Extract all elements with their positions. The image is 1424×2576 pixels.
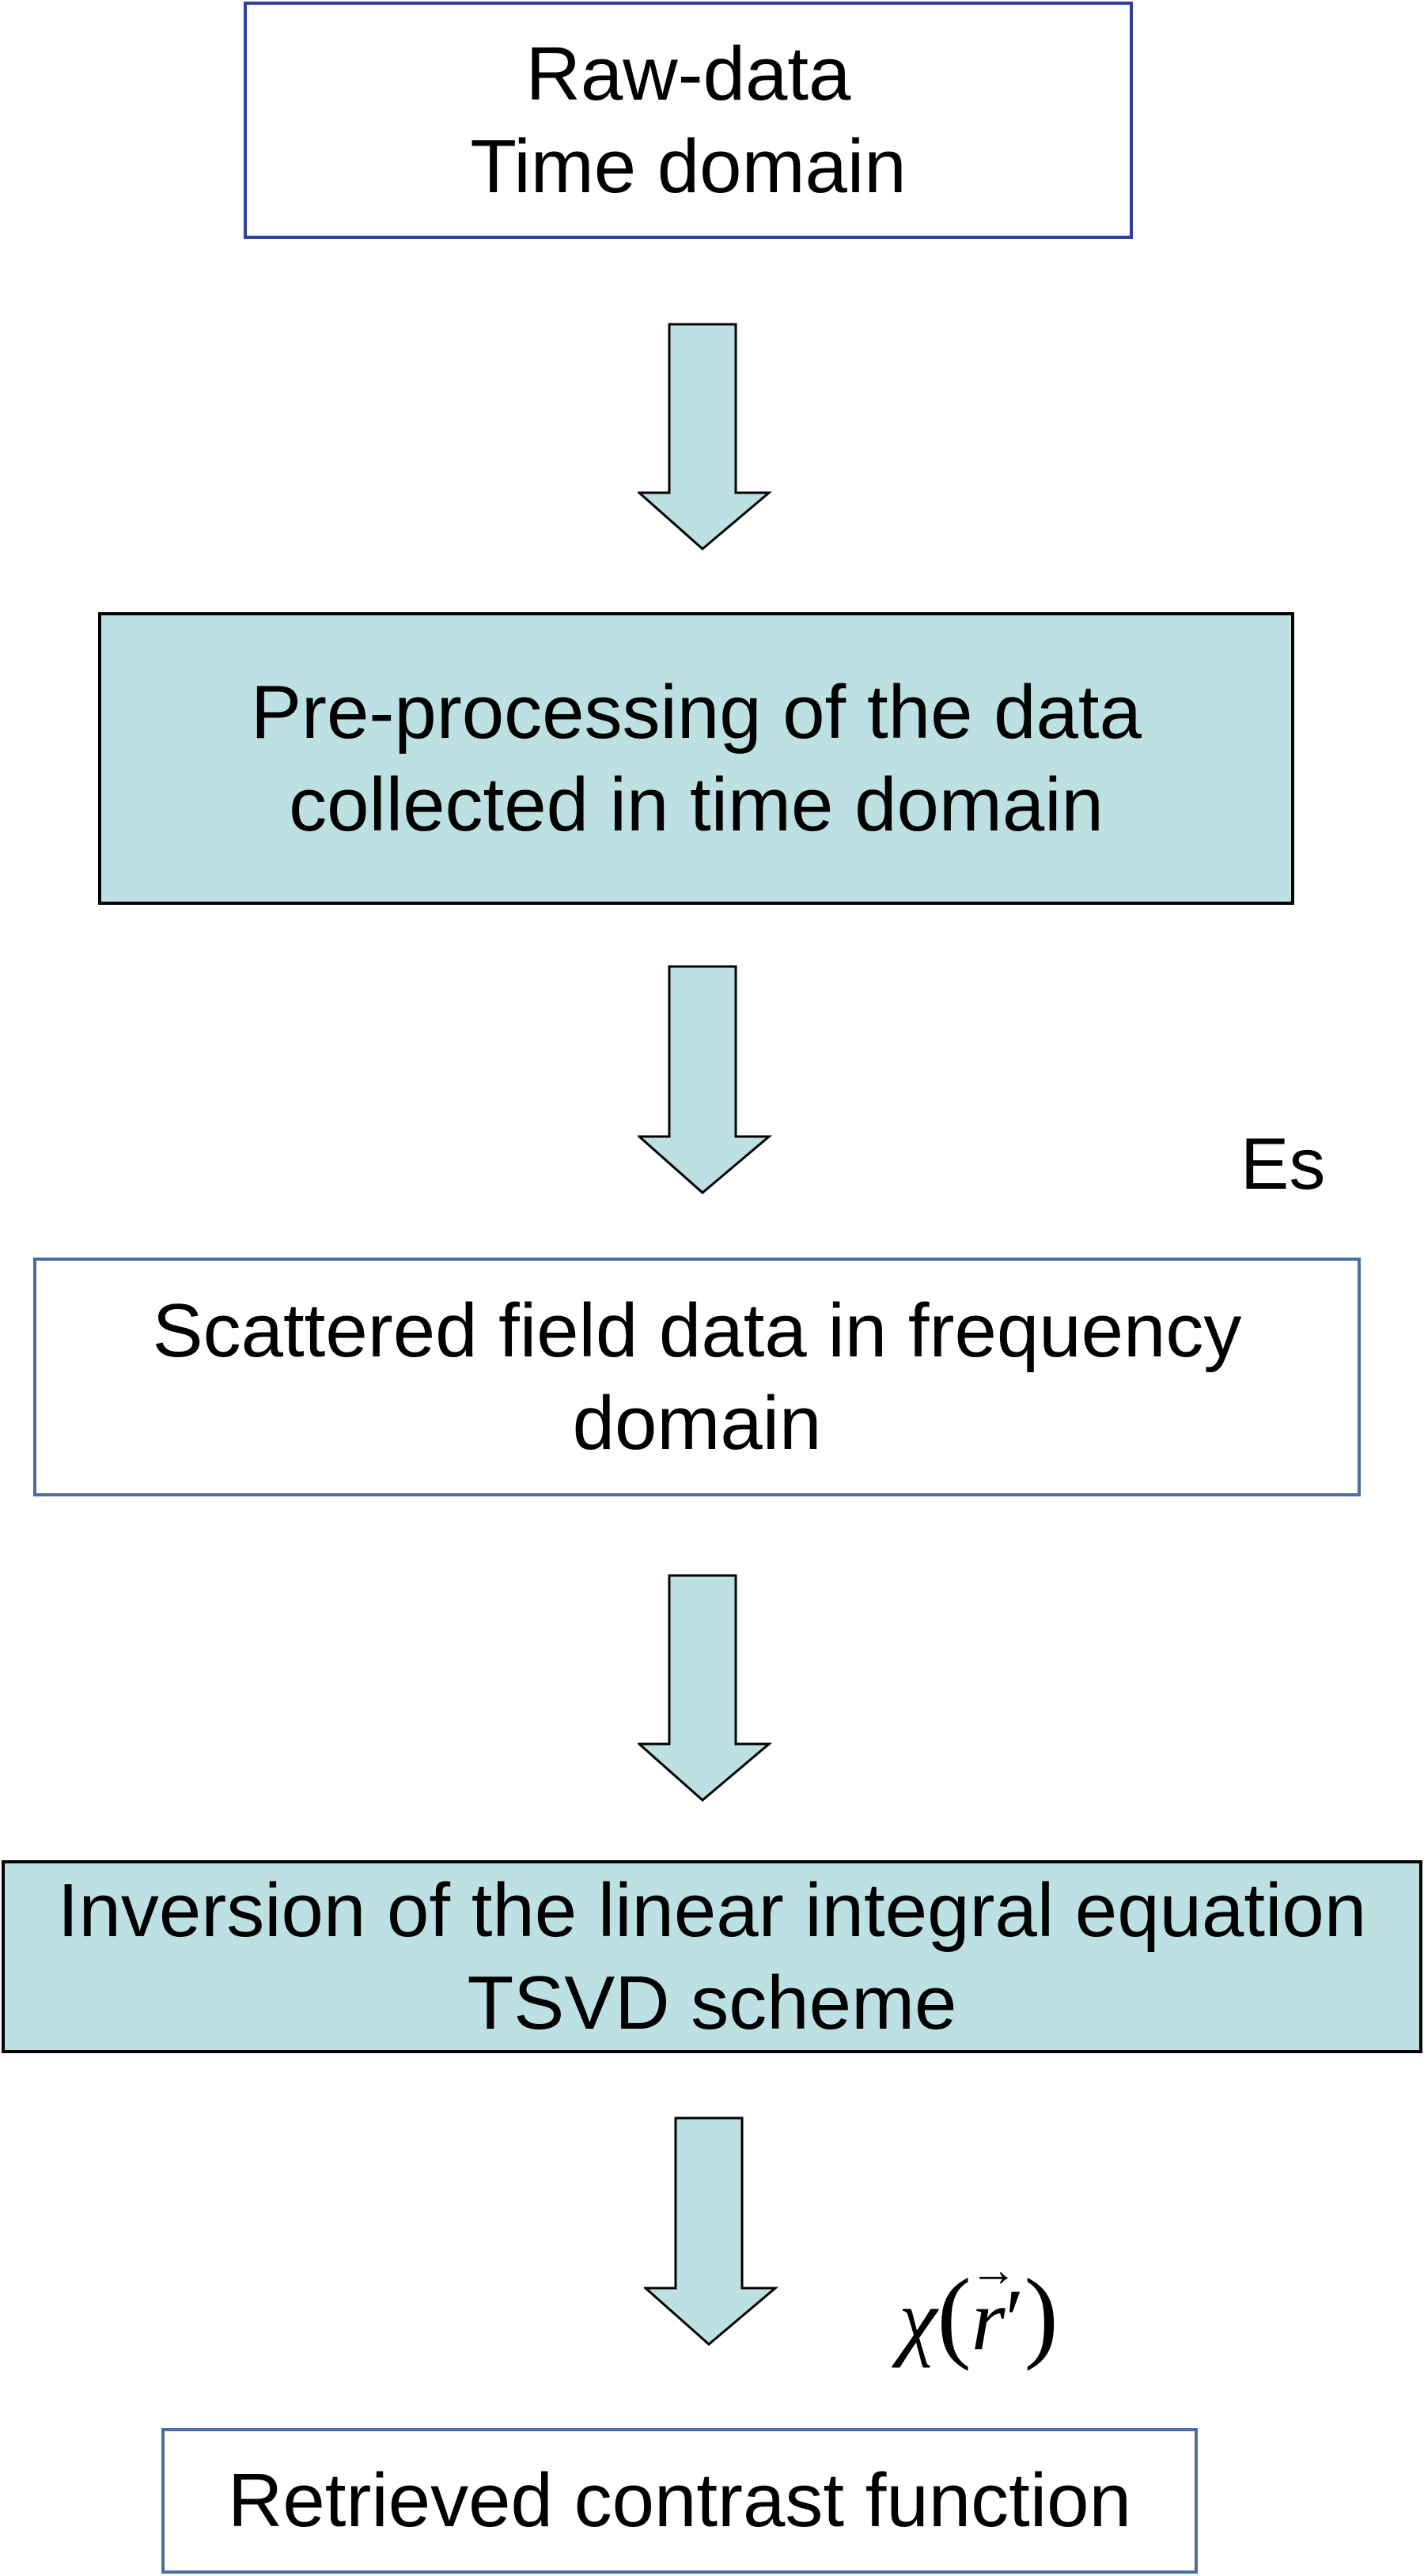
open-paren: ( — [937, 2258, 971, 2372]
retrieved-contrast-line1: Retrieved contrast function — [228, 2458, 1131, 2544]
pre-processing-line1: Pre-processing of the data — [251, 669, 1142, 755]
scattered-field-line2: domain — [572, 1381, 822, 1466]
arrow-down-4 — [644, 2116, 778, 2346]
prime-mark: ′ — [1005, 2271, 1024, 2368]
raw-data-box: Raw-data Time domain — [244, 2, 1133, 239]
scattered-field-box: Scattered field data in frequency domain — [33, 1258, 1361, 1496]
retrieved-contrast-box: Retrieved contrast function — [161, 2428, 1198, 2574]
contrast-function-symbol: χ(→r′) — [899, 2244, 1059, 2374]
inversion-line1: Inversion of the linear integral equatio… — [57, 1867, 1367, 1953]
arrow-down-2 — [638, 965, 772, 1194]
close-paren: ) — [1024, 2258, 1059, 2372]
vector-r: r — [971, 2271, 1006, 2368]
pre-processing-line2: collected in time domain — [289, 762, 1104, 847]
chi-symbol: χ — [899, 2271, 937, 2368]
inversion-box: Inversion of the linear integral equatio… — [2, 1860, 1422, 2053]
arrow-down-3 — [638, 1574, 772, 1802]
vector-arrow: → — [969, 2244, 1017, 2296]
scattered-field-line1: Scattered field data in frequency — [152, 1288, 1242, 1373]
es-label: Es — [1240, 1124, 1326, 1205]
raw-data-line2: Time domain — [470, 124, 907, 209]
inversion-line2: TSVD scheme — [467, 1961, 957, 2045]
pre-processing-box: Pre-processing of the data collected in … — [98, 612, 1294, 905]
position-vector: →r — [970, 2244, 1017, 2370]
raw-data-line1: Raw-data — [525, 31, 851, 116]
arrow-down-1 — [638, 323, 772, 550]
